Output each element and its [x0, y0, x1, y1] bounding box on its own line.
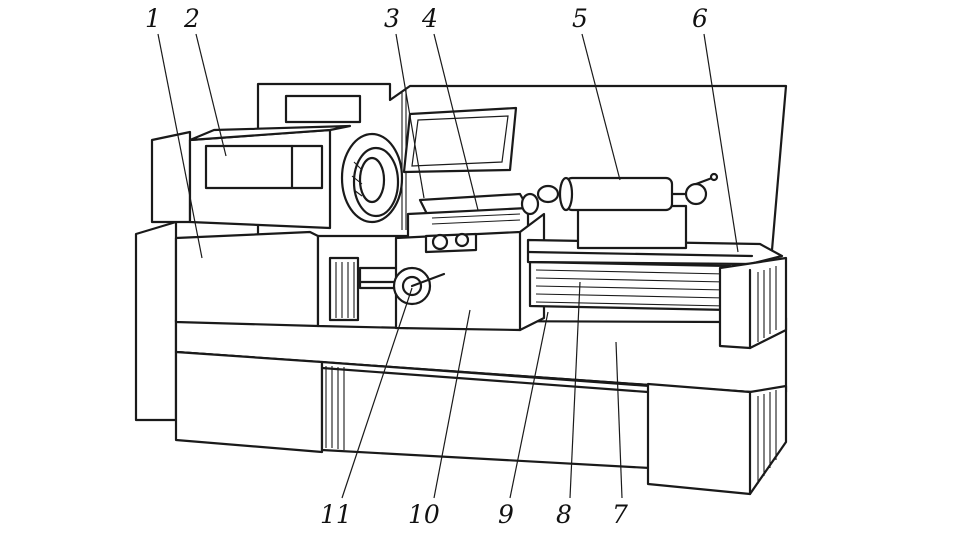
label-2: 2 [184, 4, 200, 33]
label-1: 1 [145, 4, 161, 33]
label-11: 11 [320, 500, 352, 529]
label-8: 8 [556, 500, 572, 529]
label-3: 3 [384, 4, 400, 33]
leader-lines [157, 33, 739, 499]
lead-screw [528, 260, 732, 312]
right-pedestal [718, 256, 788, 350]
label-6: 6 [692, 4, 708, 33]
label-9: 9 [498, 500, 514, 529]
label-5: 5 [572, 4, 588, 33]
machine-bed-base [174, 316, 788, 496]
chuck [340, 132, 404, 224]
label-4: 4 [422, 4, 438, 33]
label-7: 7 [612, 500, 628, 529]
feed-gearbox [316, 234, 410, 330]
label-10: 10 [408, 500, 440, 529]
tailstock [520, 172, 719, 250]
apron [392, 212, 546, 332]
